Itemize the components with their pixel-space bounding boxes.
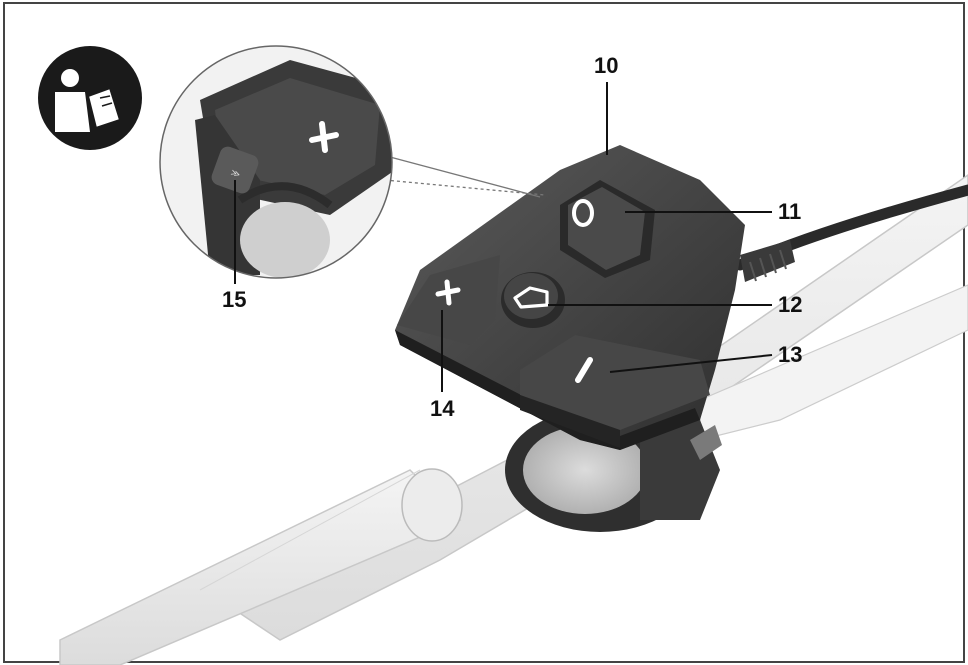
- zoom-plus-icon: [309, 121, 339, 153]
- minus-icon: [575, 357, 593, 383]
- zoom-connector: [384, 156, 546, 198]
- power-icon: [572, 199, 594, 227]
- callout-14: 14: [430, 396, 455, 421]
- power-button[interactable]: [560, 180, 655, 278]
- plus-button[interactable]: [397, 255, 500, 345]
- plus-icon: [435, 279, 461, 306]
- callout-12: 12: [778, 292, 802, 317]
- minus-button[interactable]: [520, 335, 710, 448]
- home-icon: [513, 286, 549, 309]
- callout-11: 11: [778, 199, 801, 224]
- callout-10: 10: [594, 53, 618, 78]
- handlebar: [59, 174, 968, 665]
- walk-assist-button[interactable]: ≫: [209, 144, 260, 195]
- zoom-detail: ≫: [159, 45, 393, 279]
- leader-lines: [234, 82, 773, 392]
- cable: [734, 184, 968, 282]
- home-button[interactable]: [501, 272, 565, 328]
- callout-13: 13: [778, 342, 802, 367]
- walk-assist-icon: ≫: [229, 167, 241, 180]
- callout-15: 15: [222, 287, 246, 312]
- read-manual-icon: [38, 46, 142, 150]
